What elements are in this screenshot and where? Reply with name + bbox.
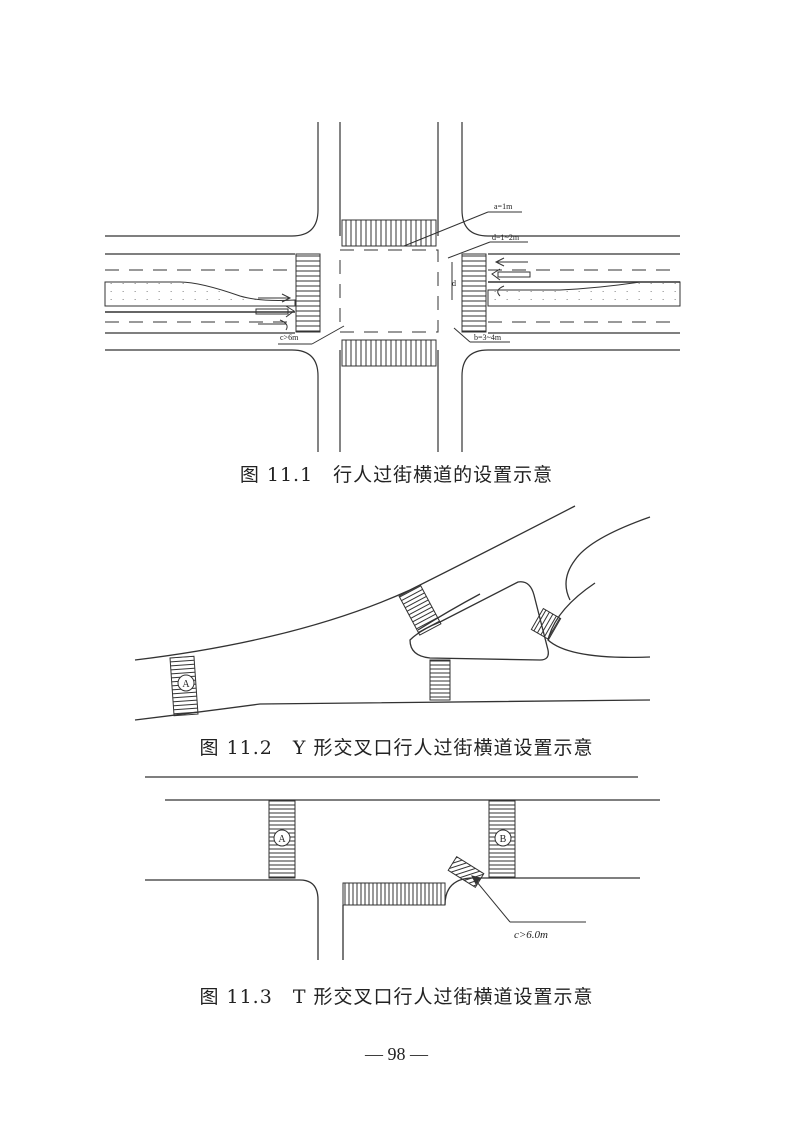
crosswalk-south [341,339,437,367]
label-d-range: d=1~2m [492,233,520,242]
figure-11-3-t-intersection-diagram: A B c>6.0m [145,776,660,960]
crosswalk-t-south [342,882,446,906]
north-road [105,122,680,237]
page-number-value: 98 [387,1044,406,1064]
label-b: b=3~4m [474,333,502,342]
label-c: c>6m [280,333,299,342]
lane-arrows-west [255,293,295,331]
marker-a-circle-y [177,674,195,692]
crosswalk-west [295,253,321,333]
t-road-edges [145,776,660,960]
marker-b-t: B [500,834,507,845]
crosswalk-island-south [429,659,451,701]
label-d: d [452,279,456,288]
dimension-leaders [278,211,528,345]
figure-11-1-caption: 图 11.1 行人过街横道的设置示意 [239,464,554,486]
lane-dashes [105,249,680,333]
figure-11-2-caption: 图 11.2 Y 形交叉口行人过街横道设置示意 [199,737,594,759]
marker-a-y: A [182,679,190,690]
figure-11-2-y-intersection-diagram: A [134,505,651,721]
page-number-dash-right: — [405,1044,428,1064]
marker-b-circle-t [494,829,512,847]
crosswalk-diagonal [398,584,442,636]
crosswalk-right-branch [530,607,562,641]
label-a: a=1m [494,202,513,211]
dimension-c-leader [471,875,586,923]
figure-11-1-crossroads-diagram: · ˇ [104,122,681,452]
crosswalk-east [461,253,487,333]
lane-arrows-east [491,257,531,297]
south-road [105,349,680,452]
east-median [487,281,681,307]
page-number: — 98 — [0,1044,793,1065]
west-median [104,281,296,307]
figure-11-3-caption: 图 11.3 T 形交叉口行人过街横道设置示意 [199,986,594,1008]
marker-a-t: A [278,834,286,845]
crosswalk-north [341,219,437,247]
crosswalk-t-corner [447,856,485,888]
marker-a-circle-t [273,829,291,847]
dimension-c-label: c>6.0m [514,929,548,941]
page-number-dash-left: — [365,1044,388,1064]
